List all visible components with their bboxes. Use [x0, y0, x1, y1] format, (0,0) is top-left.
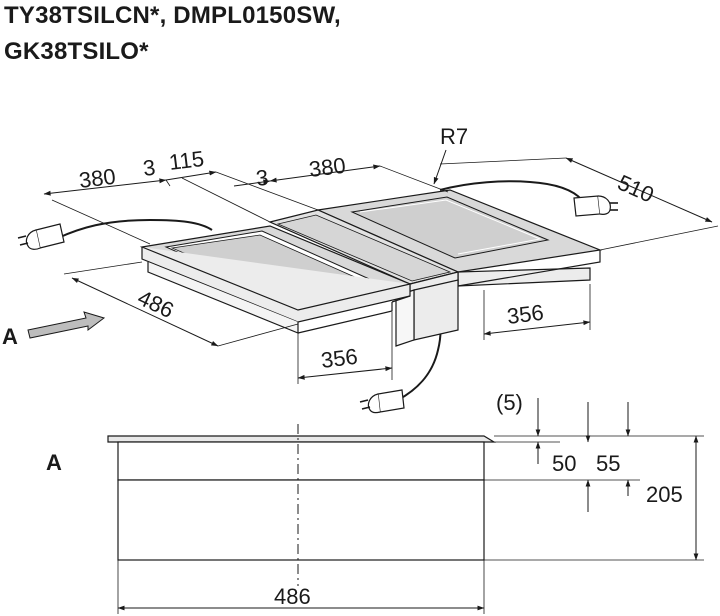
dim-gap-1: 3	[142, 155, 157, 181]
view-arrow-a: A	[2, 311, 106, 349]
plug-icon	[359, 389, 405, 414]
dim-cutout-left: 356	[320, 344, 359, 373]
dim-width-bottom: 486	[274, 584, 311, 609]
dim-height-total: 205	[646, 482, 683, 507]
dim-width-right-hob: 380	[308, 153, 347, 182]
dim-width-left-hob: 380	[78, 164, 117, 193]
dim-depth-left: 486	[134, 285, 178, 323]
model-heading-line-1: TY38TSILCN*, DMPL0150SW,	[4, 2, 341, 29]
view-arrow-label: A	[2, 324, 18, 349]
dim-height-b: 55	[596, 451, 620, 476]
section-view-label: A	[46, 450, 62, 475]
model-heading-line-2: GK38TSILO*	[4, 38, 149, 65]
section-view	[107, 398, 704, 614]
dim-cutout-right: 356	[506, 300, 545, 329]
plug-icon	[573, 195, 618, 217]
section-texts: A (5) 50 55 205 486	[46, 390, 683, 609]
power-cord-left	[57, 218, 213, 239]
dim-height-a: 50	[552, 451, 576, 476]
dim-depth-total: 510	[614, 170, 658, 208]
dim-glass-offset: (5)	[496, 390, 523, 415]
dim-corner-radius: R7	[440, 124, 468, 149]
dim-strip-width: 115	[168, 146, 206, 175]
plug-icon	[17, 223, 65, 250]
isometric-view	[17, 180, 618, 414]
iso-dimension-lines	[43, 149, 719, 384]
dim-gap-2: 3	[255, 165, 270, 191]
